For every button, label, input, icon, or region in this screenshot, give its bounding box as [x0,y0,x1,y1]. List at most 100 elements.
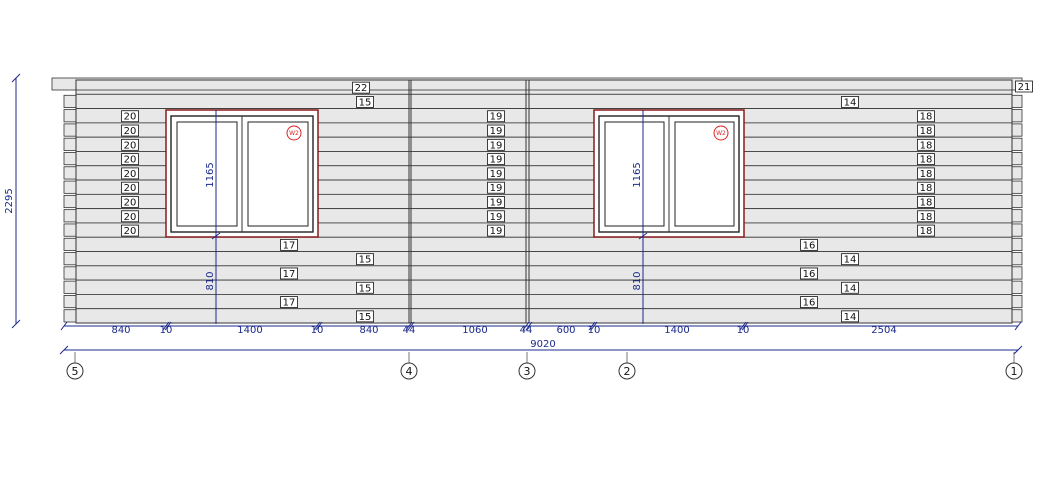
log-number: 20 [121,196,139,209]
log-number: 15 [356,253,374,266]
svg-text:18: 18 [920,140,933,151]
log-number: 17 [280,238,298,251]
log-number: 14 [841,281,859,294]
svg-text:19: 19 [490,226,503,237]
sill-height-text-right: 810 [632,271,643,290]
log-end-left [63,152,77,166]
window-right[interactable]: W2 [593,109,745,238]
svg-text:17: 17 [283,298,296,309]
log-number: 18 [917,124,935,137]
bottom-dimension-text: 10 [737,325,750,336]
svg-text:18: 18 [920,198,933,209]
svg-text:20: 20 [124,155,137,166]
axis-marker: 3 [518,352,536,380]
log-end-right [1011,94,1023,108]
log-end-right [1011,123,1023,137]
sill-height-text-left: 810 [205,271,216,290]
log-end-left [63,266,77,280]
window-badge: W2 [286,125,302,141]
svg-text:15: 15 [359,283,372,294]
svg-text:20: 20 [124,140,137,151]
log-number: 18 [917,224,935,237]
svg-text:19: 19 [490,126,503,137]
log-number: 19 [487,167,505,180]
bottom-dimension-text: 1400 [664,325,689,336]
log-end-right [1011,295,1023,309]
log-number: 18 [917,210,935,223]
log-number: 19 [487,124,505,137]
log-number: 19 [487,196,505,209]
window-height-dimensions: 1165 810 1165 810 [205,110,648,324]
svg-text:18: 18 [920,183,933,194]
axis-marker: 4 [400,352,418,380]
svg-text:20: 20 [124,183,137,194]
log-number: 21 [1015,80,1033,93]
bottom-dimension-text: 10 [588,325,601,336]
bottom-dimension-text: 10 [160,325,173,336]
svg-text:18: 18 [920,112,933,123]
svg-text:19: 19 [490,183,503,194]
log-end-right [1011,280,1023,294]
svg-text:16: 16 [803,269,816,280]
total-width-text: 9020 [530,339,555,350]
svg-text:14: 14 [844,97,857,108]
bottom-dimension-text: 2504 [871,325,896,336]
svg-text:19: 19 [490,169,503,180]
svg-text:18: 18 [920,155,933,166]
axis-marker: 1 [1005,352,1023,380]
log-number: 17 [280,267,298,280]
log-number: 19 [487,110,505,123]
window-badge: W2 [713,125,729,141]
log-end-left [63,180,77,194]
log-end-right [1011,109,1023,123]
log-number: 18 [917,153,935,166]
log-end-left [63,280,77,294]
wall-outline [75,79,1013,324]
log-end-left [63,209,77,223]
svg-text:16: 16 [803,298,816,309]
log-number: 16 [800,296,818,309]
log-number: 18 [917,110,935,123]
bottom-dimension-text: 1400 [237,325,262,336]
svg-text:20: 20 [124,112,137,123]
log-number: 22 [352,81,370,94]
height-dimension-text: 2295 [4,188,15,213]
log-end-left [63,194,77,209]
log-number: 19 [487,224,505,237]
log-end-right [1011,309,1023,323]
window-height-text-right: 1165 [632,162,643,187]
wall-frame [75,79,1013,324]
svg-text:2: 2 [624,365,631,378]
log-end-left [63,252,77,266]
svg-text:16: 16 [803,240,816,251]
log-end-right [1011,166,1023,180]
window-height-text-left: 1165 [205,162,216,187]
svg-text:20: 20 [124,169,137,180]
svg-text:14: 14 [844,312,857,323]
log-end-left [63,166,77,180]
svg-text:20: 20 [124,226,137,237]
log-number: 14 [841,96,859,108]
svg-text:4: 4 [406,365,413,378]
svg-text:19: 19 [490,140,503,151]
log-number: 20 [121,110,139,123]
log-number: 18 [917,181,935,194]
svg-text:21: 21 [1018,82,1031,93]
log-end-left [63,237,77,251]
log-end-left [63,295,77,309]
log-number: 19 [487,181,505,194]
log-number: 18 [917,196,935,209]
log-end-left [63,94,77,108]
bottom-dimension-text: 10 [311,325,324,336]
svg-text:18: 18 [920,212,933,223]
svg-text:19: 19 [490,212,503,223]
log-number: 16 [800,238,818,251]
log-end-right [1011,237,1023,251]
log-number: 19 [487,153,505,166]
svg-text:15: 15 [359,255,372,266]
svg-text:14: 14 [844,283,857,294]
svg-text:15: 15 [359,312,372,323]
window-left[interactable]: W2 [165,109,319,238]
